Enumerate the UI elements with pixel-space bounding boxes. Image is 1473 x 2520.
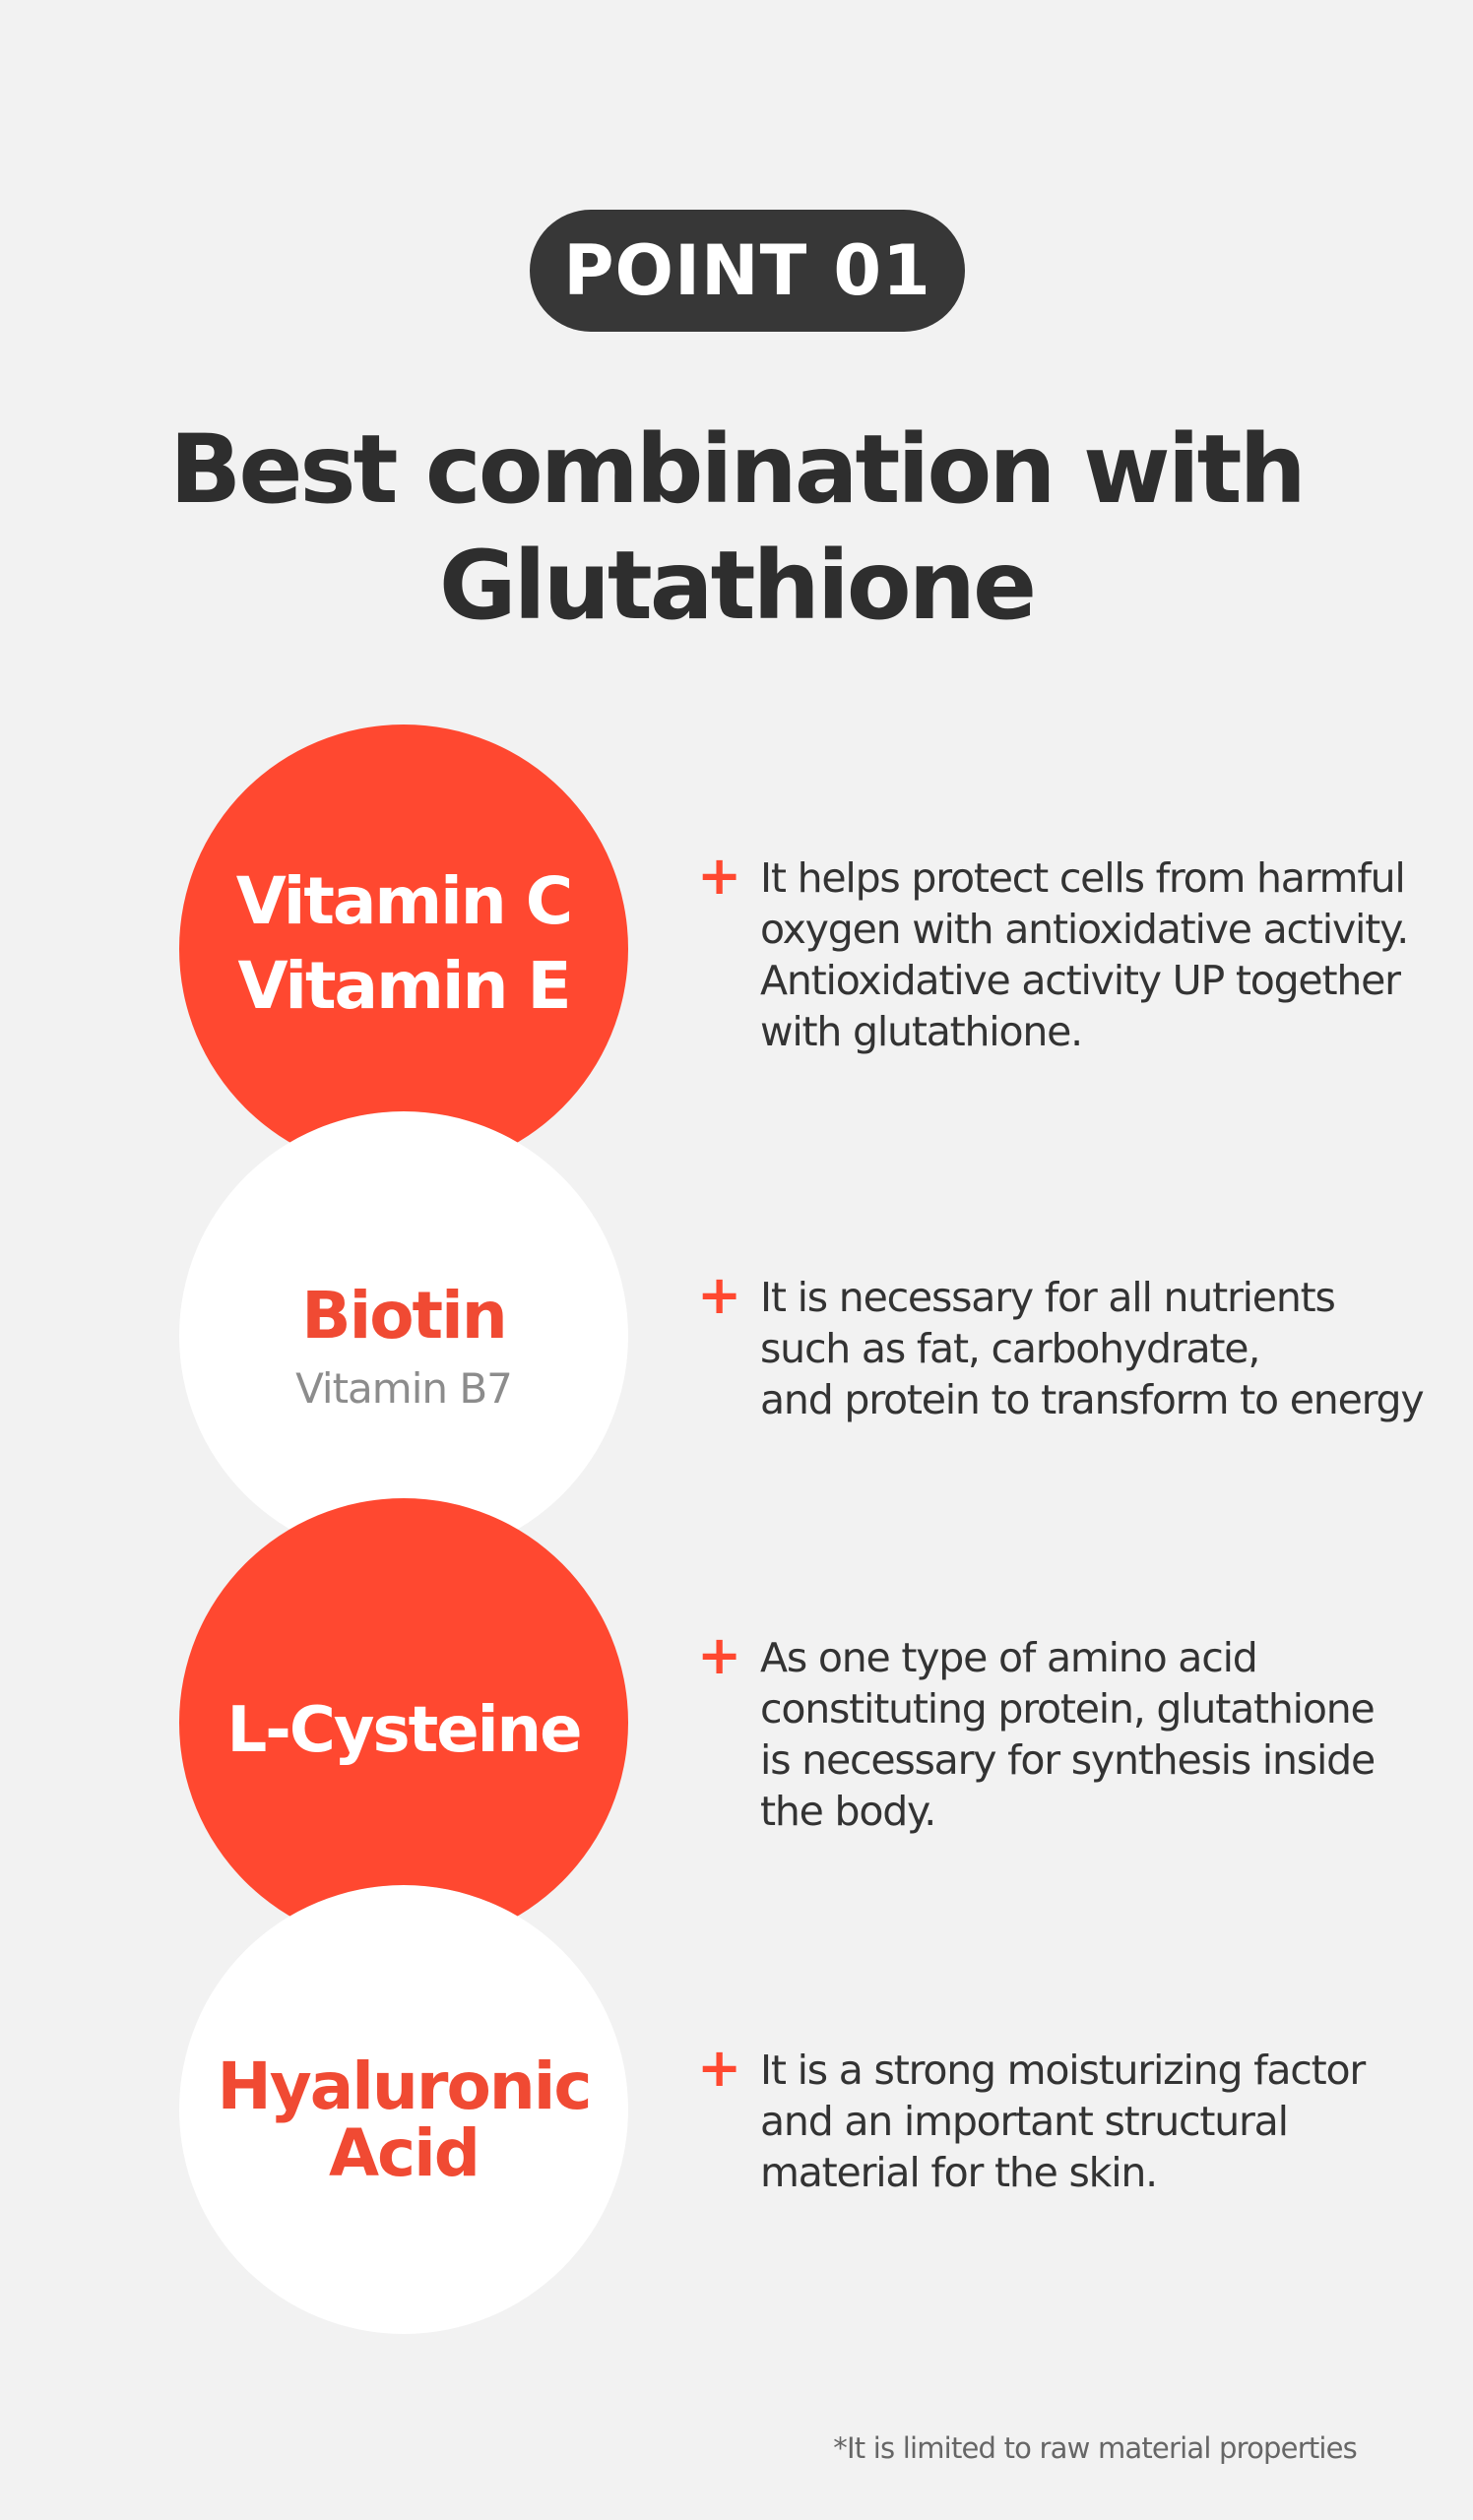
ingredient-name-line: Vitamin E <box>237 948 571 1024</box>
ingredient-name-hyaluronic-acid: Hyaluronic Acid <box>179 2053 628 2187</box>
ingredient-name-line: Vitamin C <box>235 863 573 939</box>
ingredient-name-line: Acid <box>328 2115 480 2191</box>
ingredient-subtitle-biotin: Vitamin B7 <box>295 1364 513 1413</box>
point-badge: POINT 01 <box>530 210 965 332</box>
ingredient-description-l-cysteine: + As one type of amino acid constituting… <box>697 1624 1445 1837</box>
page-title: Best combination with Glutathione <box>0 411 1473 644</box>
page-title-line-2: Glutathione <box>438 531 1037 641</box>
ingredient-name-line: Hyaluronic <box>217 2048 592 2124</box>
plus-icon: + <box>697 2037 741 2099</box>
ingredient-name-l-cysteine: L-Cysteine <box>226 1694 582 1767</box>
plus-icon: + <box>697 1264 741 1326</box>
description-text: It is necessary for all nutrients such a… <box>760 1274 1425 1423</box>
point-badge-label: POINT <box>563 230 808 311</box>
plus-icon: + <box>697 1624 741 1686</box>
footnote: *It is limited to raw material propertie… <box>833 2431 1358 2465</box>
description-text: It helps protect cells from harmful oxyg… <box>760 854 1409 1055</box>
plus-icon: + <box>697 845 741 907</box>
description-text: It is a strong moisturizing factor and a… <box>760 2047 1366 2196</box>
description-text: As one type of amino acid constituting p… <box>760 1634 1376 1835</box>
circle-hyaluronic-acid <box>179 1885 628 2334</box>
page-title-line-1: Best combination with <box>169 414 1307 525</box>
ingredient-name-vitamin-c-e: Vitamin C Vitamin E <box>179 859 628 1029</box>
ingredient-description-vitamin-c-e: + It helps protect cells from harmful ox… <box>697 845 1445 1057</box>
ingredient-name-biotin: Biotin <box>301 1278 507 1354</box>
point-badge-number: 01 <box>833 230 931 311</box>
ingredient-description-biotin: + It is necessary for all nutrients such… <box>697 1264 1445 1425</box>
ingredient-description-hyaluronic-acid: + It is a strong moisturizing factor and… <box>697 2037 1445 2198</box>
